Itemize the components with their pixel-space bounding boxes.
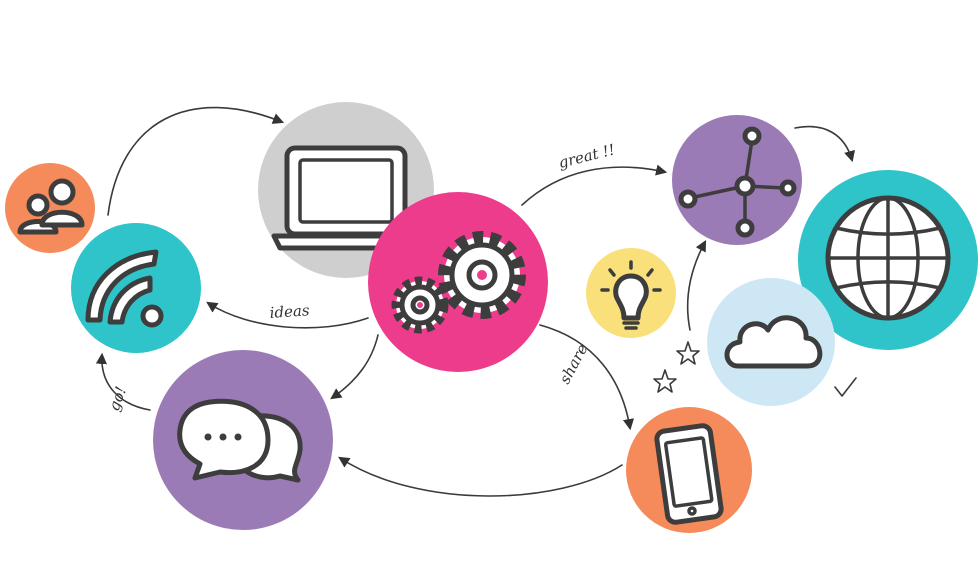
node-wifi — [71, 223, 201, 353]
chat-bubbles-icon — [177, 398, 303, 483]
node-lightbulb — [586, 248, 676, 338]
arrow-gears-to-phone — [539, 324, 635, 431]
people-icon — [17, 178, 85, 235]
network-icon — [678, 126, 797, 238]
arrow-cloud-to-network — [686, 240, 707, 331]
lightbulb-icon — [600, 260, 662, 330]
checkmark — [834, 377, 857, 397]
node-network — [672, 115, 802, 245]
node-smartphone — [626, 407, 752, 533]
arrow-gears-to-chat — [330, 334, 379, 400]
node-cloud — [707, 278, 835, 406]
node-gears — [368, 192, 548, 372]
star-doodle — [676, 341, 700, 365]
arrow-wifi-to-laptop — [107, 106, 285, 216]
arrow-chat-to-wifi — [95, 352, 151, 411]
arrow-network-to-globe — [794, 125, 855, 163]
label-ideas: ideas — [269, 301, 310, 322]
label-go: go! — [105, 384, 130, 413]
smartphone-icon — [654, 423, 724, 525]
cloud-icon — [724, 315, 823, 369]
arrow-gears-to-network — [521, 164, 668, 206]
star-doodle — [653, 369, 677, 393]
arrow-gears-to-wifi — [206, 301, 369, 329]
node-chat — [153, 350, 333, 530]
node-people — [5, 163, 95, 253]
wifi-icon — [85, 249, 164, 328]
node-globe — [798, 170, 978, 350]
arrow-phone-to-chat — [338, 456, 623, 497]
label-share: share — [556, 341, 592, 387]
gears-icon — [391, 231, 526, 334]
doodle-stars — [653, 341, 700, 393]
globe-icon — [825, 195, 951, 321]
connectors — [95, 106, 857, 497]
node-circle — [5, 163, 95, 253]
